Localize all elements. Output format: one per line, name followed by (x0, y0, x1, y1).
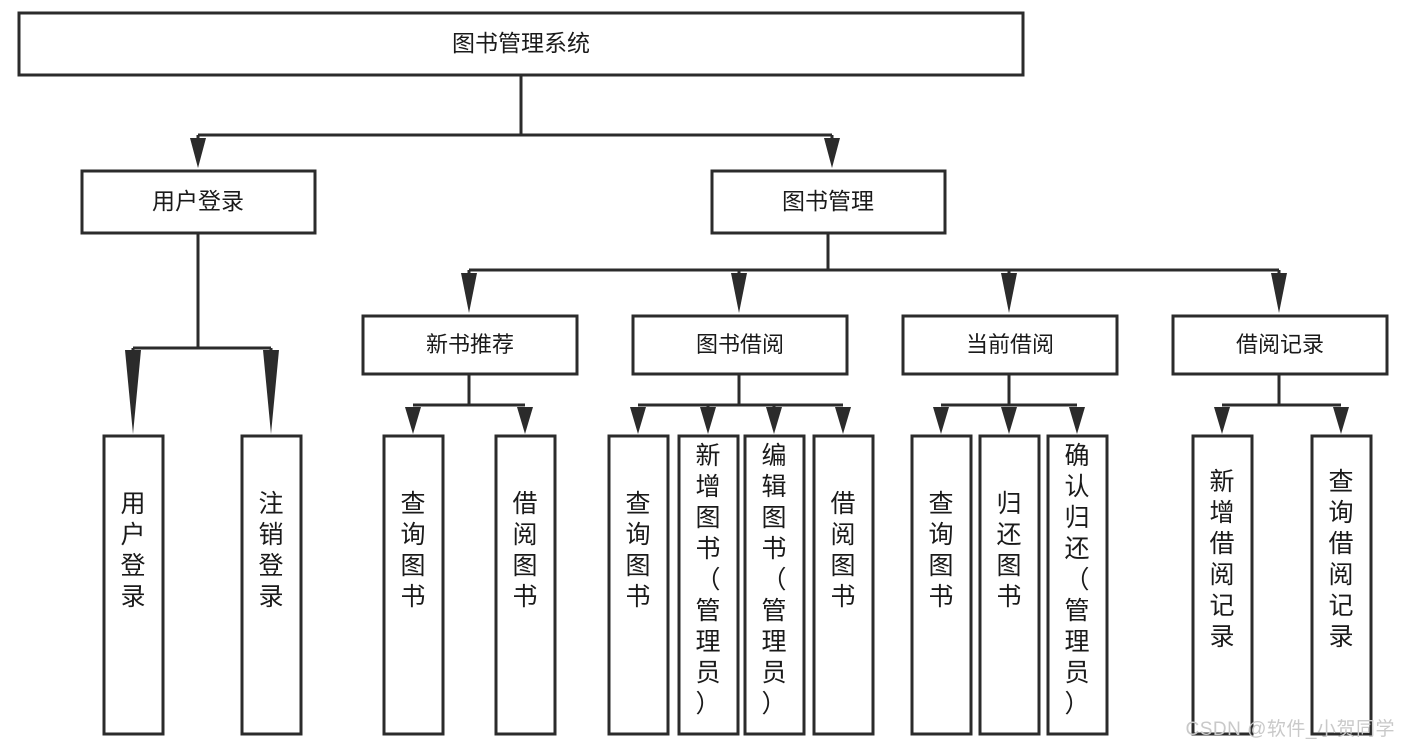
arrow-head-leaf-query-book-3 (933, 407, 949, 434)
node-root[interactable]: 图书管理系统 (17, 11, 1025, 77)
node-book-borrow-box[interactable] (631, 314, 849, 376)
node-leaf-logout-login[interactable]: 注销登录 (240, 434, 303, 736)
node-leaf-borrow-book-2[interactable]: 借阅图书 (812, 434, 875, 736)
node-leaf-query-record-box[interactable] (1310, 434, 1373, 736)
node-leaf-user-login-box[interactable] (102, 434, 165, 736)
node-leaf-confirm-return[interactable]: 确认归还（管理员） (1046, 434, 1109, 736)
csdn-watermark: CSDN @软件_小贺同学 (1185, 719, 1395, 740)
node-book-manage[interactable]: 图书管理 (710, 169, 947, 235)
node-book-manage-label: 图书管理 (782, 188, 874, 214)
node-leaf-query-record-label: 查询借阅记录 (1328, 468, 1353, 651)
node-leaf-query-book-2-box[interactable] (607, 434, 670, 736)
node-leaf-query-record[interactable]: 查询借阅记录 (1310, 434, 1373, 736)
node-new-book-recommend-label: 新书推荐 (426, 332, 514, 357)
node-leaf-user-login-label: 用户登录 (120, 490, 145, 611)
node-leaf-edit-book-label: 编辑图书（管理员） (761, 442, 786, 718)
node-leaf-query-book-1-box[interactable] (382, 434, 445, 736)
arrow-head-leaf-add-book (700, 407, 716, 434)
arrow-head-leaf-confirm-return (1069, 407, 1085, 434)
node-leaf-query-book-3-label: 查询图书 (928, 490, 953, 611)
node-book-manage-box[interactable] (710, 169, 947, 235)
node-leaf-query-book-2-label: 查询图书 (625, 490, 650, 611)
arrow-head-leaf-return-book (1001, 407, 1017, 434)
node-leaf-add-book-box[interactable] (677, 434, 740, 736)
node-current-borrow-box[interactable] (901, 314, 1119, 376)
arrow-head-leaf-query-book-2 (630, 407, 646, 434)
connector-layer (125, 76, 1349, 434)
arrow-head-current-borrow (1001, 273, 1017, 313)
node-leaf-borrow-book-2-label: 借阅图书 (830, 490, 855, 611)
node-book-borrow-label: 图书借阅 (696, 332, 784, 357)
node-leaf-query-book-3-box[interactable] (910, 434, 973, 736)
node-new-book-recommend[interactable]: 新书推荐 (361, 314, 579, 376)
node-leaf-query-book-1-label: 查询图书 (400, 490, 425, 611)
node-leaf-add-book-label: 新增图书（管理员） (695, 442, 720, 718)
node-leaf-logout-login-box[interactable] (240, 434, 303, 736)
node-leaf-return-book-box[interactable] (978, 434, 1041, 736)
node-leaf-user-login[interactable]: 用户登录 (102, 434, 165, 736)
node-leaf-query-book-3[interactable]: 查询图书 (910, 434, 973, 736)
node-leaf-add-record[interactable]: 新增借阅记录 (1191, 434, 1254, 736)
node-borrow-record-box[interactable] (1171, 314, 1389, 376)
node-leaf-edit-book[interactable]: 编辑图书（管理员） (743, 434, 806, 736)
node-current-borrow-label: 当前借阅 (966, 332, 1054, 357)
node-leaf-return-book-label: 归还图书 (996, 490, 1021, 611)
node-leaf-borrow-book-1-box[interactable] (494, 434, 557, 736)
node-new-book-recommend-box[interactable] (361, 314, 579, 376)
node-leaf-query-book-2[interactable]: 查询图书 (607, 434, 670, 736)
node-leaf-logout-login-label: 注销登录 (258, 490, 283, 611)
node-user-login[interactable]: 用户登录 (80, 169, 317, 235)
arrow-head-leaf-borrow-book-2 (835, 407, 851, 434)
node-leaf-add-record-box[interactable] (1191, 434, 1254, 736)
node-leaf-edit-book-box[interactable] (743, 434, 806, 736)
node-root-label: 图书管理系统 (452, 30, 590, 56)
node-user-login-label: 用户登录 (152, 188, 244, 214)
arrow-head-new-book-recommend (461, 273, 477, 313)
node-leaf-confirm-return-box[interactable] (1046, 434, 1109, 736)
node-leaf-query-book-1[interactable]: 查询图书 (382, 434, 445, 736)
arrow-head-leaf-borrow-book-1 (517, 407, 533, 434)
node-leaf-return-book[interactable]: 归还图书 (978, 434, 1041, 736)
node-leaf-add-book[interactable]: 新增图书（管理员） (677, 434, 740, 736)
node-user-login-box[interactable] (80, 169, 317, 235)
node-book-borrow[interactable]: 图书借阅 (631, 314, 849, 376)
arrow-head-book-borrow (731, 273, 747, 313)
node-leaf-borrow-book-1-label: 借阅图书 (512, 490, 537, 611)
arrow-head-leaf-query-book-1 (405, 407, 421, 434)
node-borrow-record-label: 借阅记录 (1236, 332, 1324, 357)
arrow-head-leaf-query-record (1333, 407, 1349, 434)
arrow-head-leaf-add-record (1214, 407, 1230, 434)
arrow-head-borrow-record (1271, 273, 1287, 313)
node-leaf-add-record-label: 新增借阅记录 (1209, 468, 1234, 651)
node-root-box[interactable] (17, 11, 1025, 77)
node-leaf-borrow-book-1[interactable]: 借阅图书 (494, 434, 557, 736)
node-leaf-borrow-book-2-box[interactable] (812, 434, 875, 736)
node-borrow-record[interactable]: 借阅记录 (1171, 314, 1389, 376)
node-current-borrow[interactable]: 当前借阅 (901, 314, 1119, 376)
arrow-head-user-login (190, 138, 206, 168)
arrow-head-book-manage (824, 138, 840, 168)
arrow-head-leaf-edit-book (766, 407, 782, 434)
node-leaf-confirm-return-label: 确认归还（管理员） (1064, 442, 1089, 718)
